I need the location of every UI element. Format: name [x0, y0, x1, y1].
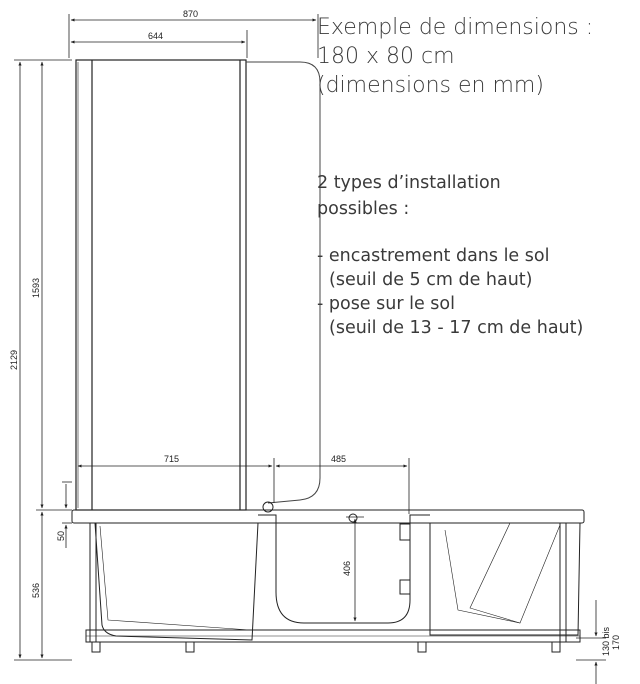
- units-note: (dimensions en mm): [317, 73, 544, 98]
- label-left-width: 715: [164, 454, 179, 464]
- option-floor-detail: (seuil de 13 - 17 cm de haut): [329, 318, 584, 338]
- dim-total-width: [68, 14, 319, 58]
- option-embedded-detail: (seuil de 5 cm de haut): [329, 270, 533, 290]
- dim-threshold: [62, 481, 72, 548]
- dim-bottom-feet: [576, 600, 606, 684]
- option-embedded: - encastrement dans le sol: [317, 246, 550, 266]
- install-intro-line2: possibles :: [317, 199, 410, 219]
- option-floor: - pose sur le sol: [317, 294, 455, 314]
- dim-door-height: [346, 516, 364, 624]
- example-title: Exemple de dimensions :: [317, 15, 594, 40]
- dim-glass-width: [70, 30, 248, 58]
- label-total-width: 870: [183, 9, 198, 19]
- door-outline: [246, 61, 321, 504]
- install-intro-line1: 2 types d’installation: [317, 173, 501, 193]
- label-right-width: 485: [331, 454, 346, 464]
- label-glass-height: 1593: [31, 278, 41, 298]
- label-threshold: 50: [56, 531, 66, 541]
- dim-right-width: [273, 458, 410, 514]
- label-tub-height: 536: [31, 583, 41, 598]
- dim-glass-height: [36, 61, 72, 511]
- label-door-height: 406: [342, 561, 352, 576]
- tub-body: [71, 501, 585, 653]
- label-bottom-note-2: 170: [611, 635, 621, 650]
- label-glass-width: 644: [148, 31, 163, 41]
- label-bottom-note-1: 130 bis: [601, 626, 611, 656]
- label-total-height: 2129: [9, 350, 19, 370]
- dim-total-height: [14, 59, 72, 661]
- glass-panel: [75, 59, 247, 511]
- dim-left-width: [75, 458, 273, 472]
- example-size: 180 x 80 cm: [317, 44, 455, 69]
